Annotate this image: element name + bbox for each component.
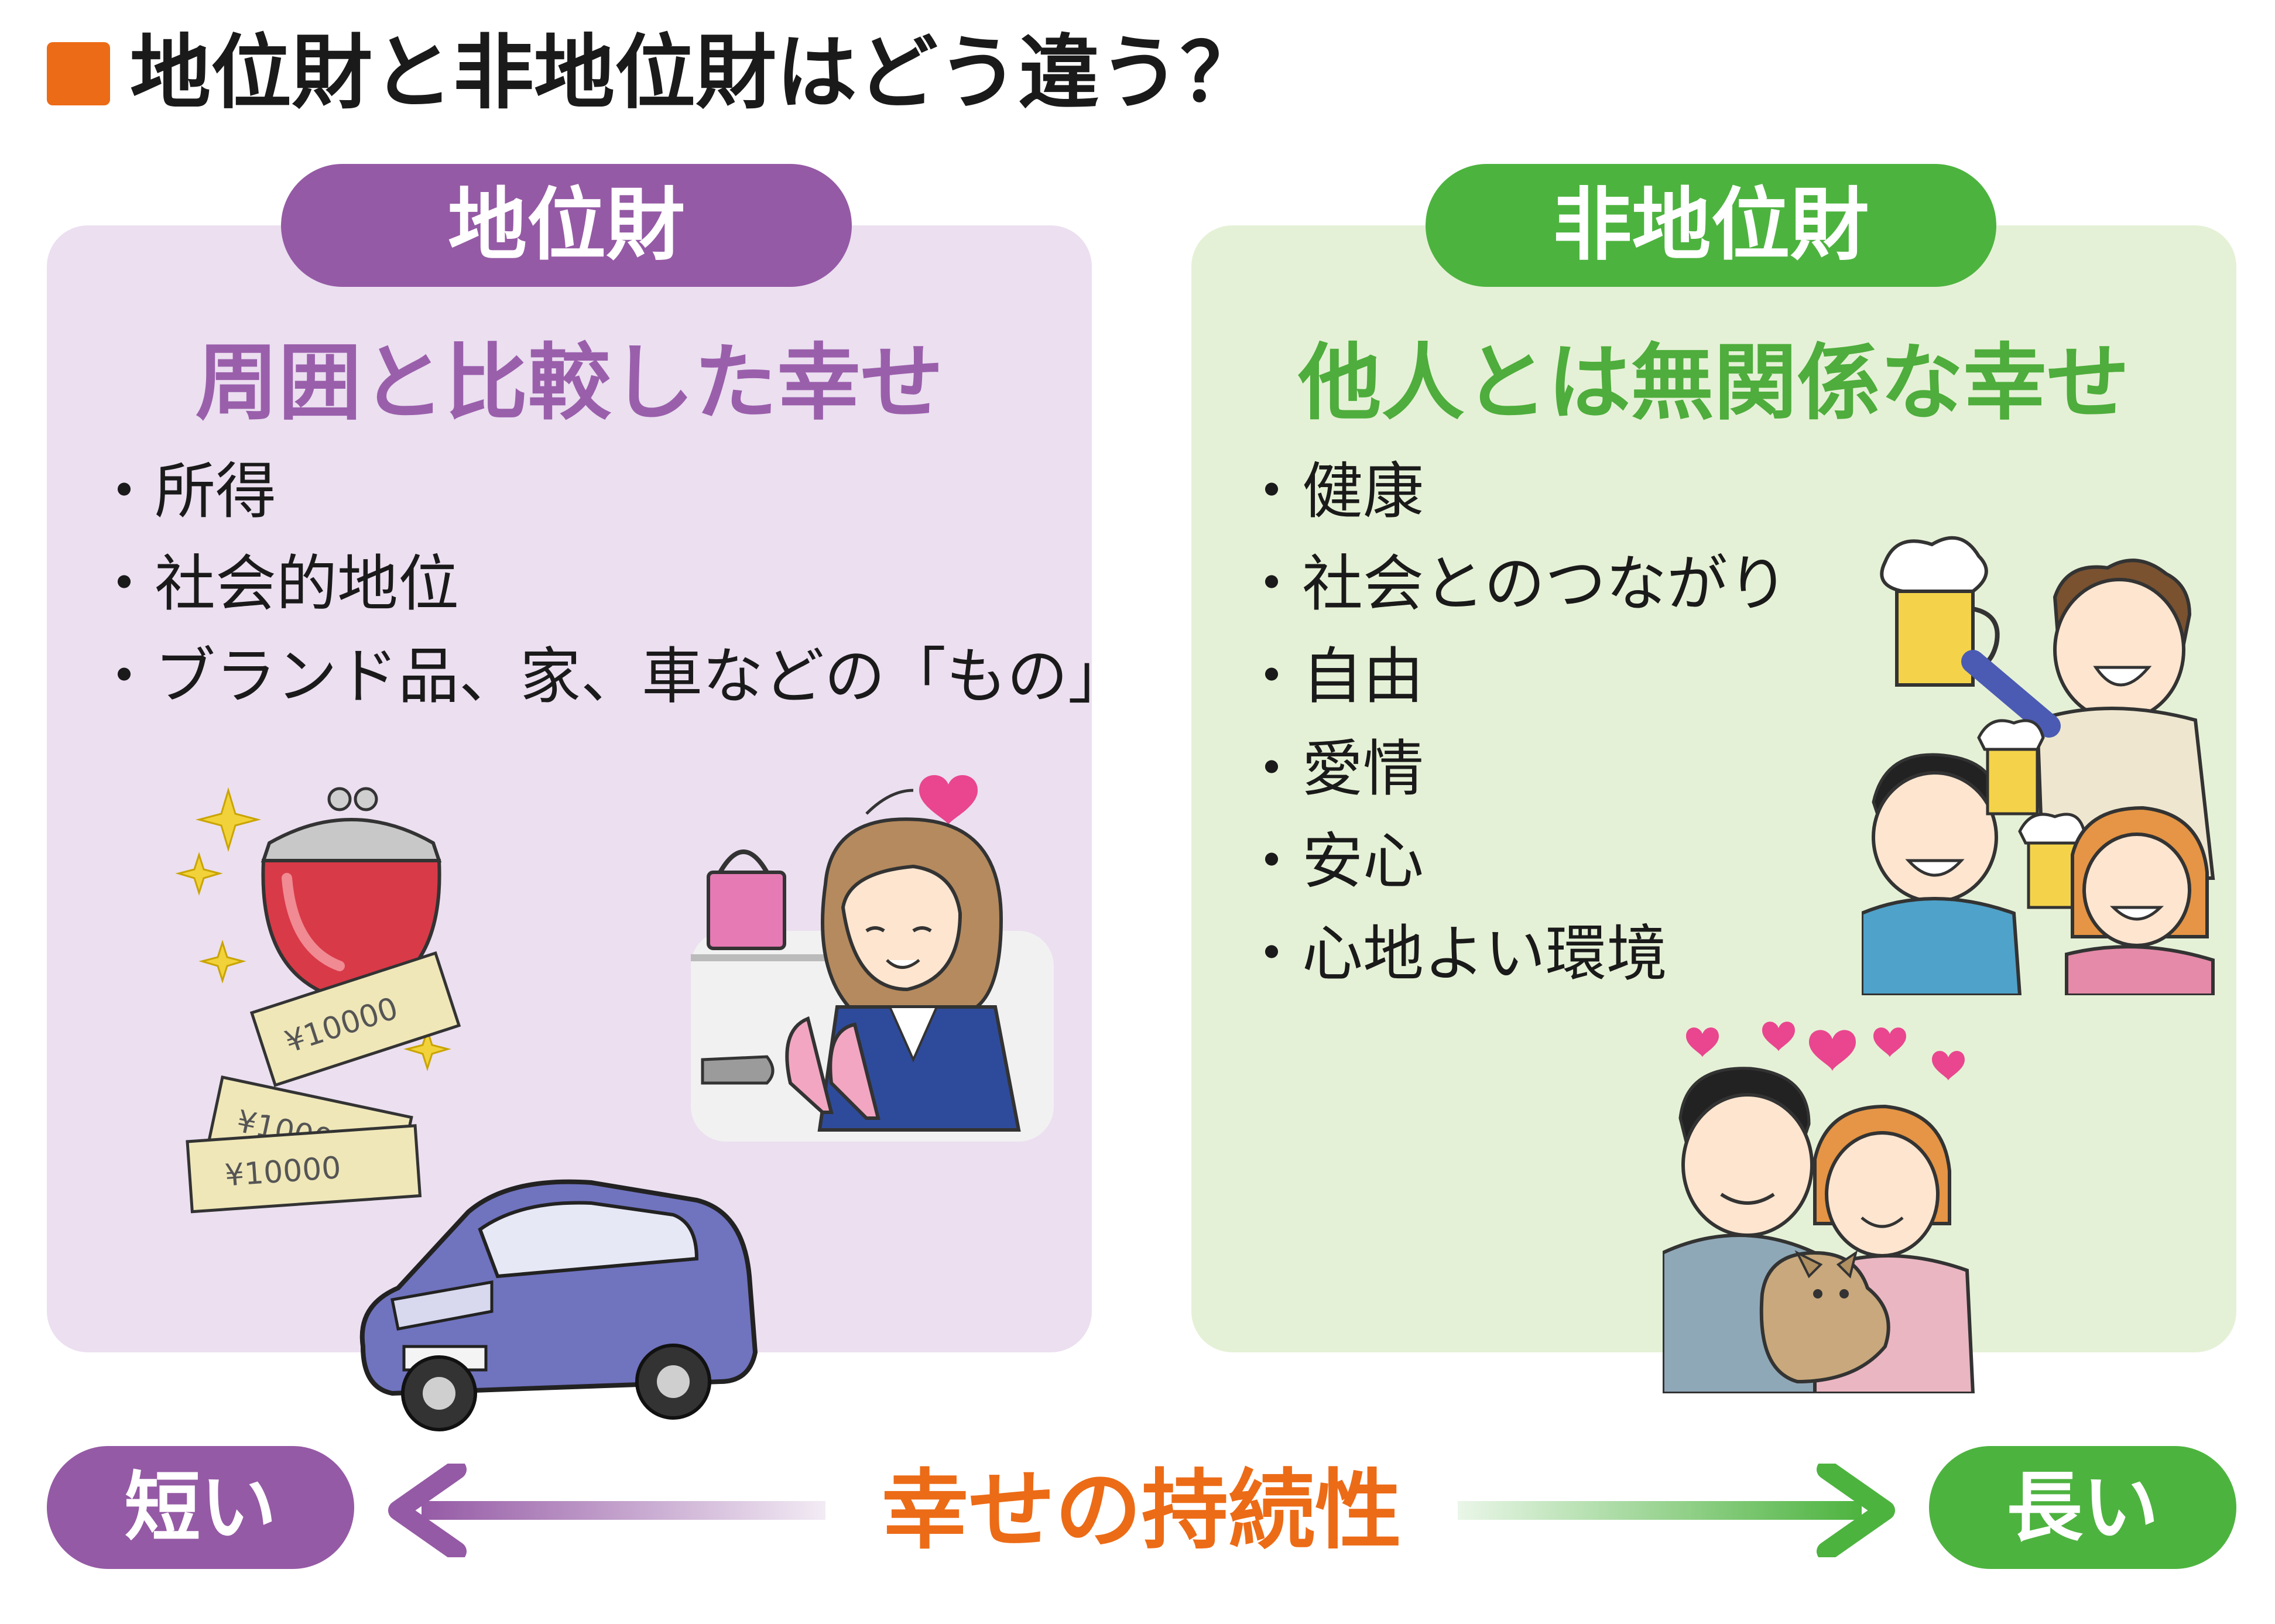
list-item: ・安心 xyxy=(1241,825,1424,897)
beer-mug-icon xyxy=(1880,536,2000,687)
non-positional-goods-badge: 非地位財 xyxy=(1426,164,1996,287)
list-item: ・所得 xyxy=(94,455,277,527)
banknote-icon: ¥10000 ¥10000 ¥10000 xyxy=(186,951,461,1214)
non-positional-subtitle: 他人とは無関係な幸せ xyxy=(1298,335,2130,431)
left-arrow-icon xyxy=(388,1464,825,1557)
shoe-icon xyxy=(701,1055,775,1085)
beer-mug-icon xyxy=(2018,813,2086,909)
woman-icon xyxy=(817,817,1021,1132)
heart-icon xyxy=(1686,1022,1965,1081)
list-item: ・健康 xyxy=(1241,455,1424,527)
beer-mug-icon xyxy=(1977,719,2045,816)
happiness-duration-label: 幸せの持続性 xyxy=(882,1460,1402,1561)
man-smiling-icon xyxy=(1862,753,2022,995)
short-duration-badge: 短い xyxy=(47,1446,354,1569)
sparkle-icon xyxy=(175,787,451,1071)
heart-icon xyxy=(919,775,978,825)
positional-list: ・所得 ・社会的地位 ・ブランド品、家、車などの「もの」 xyxy=(94,445,1129,722)
positional-subtitle: 周囲と比較した幸せ xyxy=(195,335,944,431)
friends-toasting-illustration xyxy=(1862,536,2215,995)
purse-money-illustration: ¥10000 ¥10000 ¥10000 xyxy=(175,787,461,1214)
banknote-amount: ¥10000 xyxy=(224,1150,342,1194)
positional-goods-badge: 地位財 xyxy=(281,164,852,287)
list-item: ・心地よい環境 xyxy=(1241,918,1668,989)
handbag-icon xyxy=(707,849,786,950)
non-positional-list: ・健康 ・社会とのつながり ・自由 ・愛情 ・安心 ・心地よい環境 xyxy=(1241,445,1789,1000)
list-item: ・ブランド品、家、車などの「もの」 xyxy=(94,640,1129,712)
couple-with-dog-illustration xyxy=(1663,1022,1975,1393)
long-duration-badge: 長い xyxy=(1929,1446,2236,1569)
right-arrow-icon xyxy=(1458,1464,1895,1557)
dog-icon xyxy=(1759,1250,1890,1384)
title-square-icon xyxy=(47,42,110,105)
list-item: ・社会的地位 xyxy=(94,548,460,619)
woman-smiling-icon xyxy=(2065,806,2215,995)
high-heel-icon xyxy=(785,1016,880,1120)
list-item: ・愛情 xyxy=(1241,733,1424,804)
shopping-woman-illustration xyxy=(691,775,1054,1142)
list-item: ・自由 xyxy=(1241,640,1424,712)
list-item: ・社会とのつながり xyxy=(1241,548,1789,619)
page-title: 地位財と非地位財はどう違う？ xyxy=(130,26,1262,120)
car-illustration xyxy=(359,1179,758,1431)
